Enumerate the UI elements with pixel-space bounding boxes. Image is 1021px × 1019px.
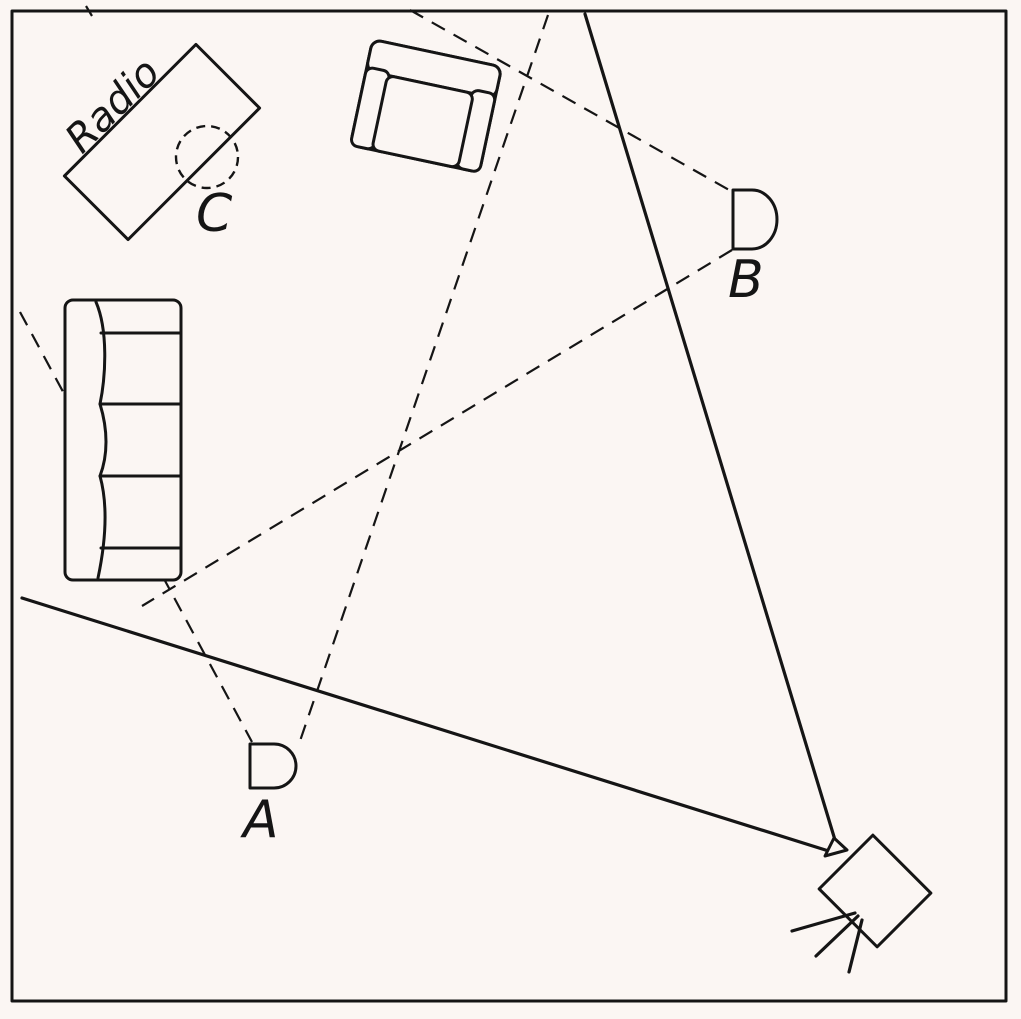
light-b-beam-lower: [141, 249, 733, 607]
light-a-beam-left: [19, 311, 253, 743]
light-b-beam-upper: [409, 9, 732, 192]
light-b-label: B: [728, 250, 764, 310]
movie-camera-icon: [790, 833, 933, 974]
light-c-label: C: [196, 184, 233, 244]
light-c-circle: [174, 124, 240, 190]
armchair-icon: [350, 39, 502, 173]
frame-top-tick: [85, 5, 93, 17]
sofa-icon: [63, 298, 183, 582]
camera-view-line-left: [20, 596, 837, 855]
light-a-beam-right: [298, 14, 550, 742]
camera-view-line-right: [583, 12, 837, 842]
light-a-lamp-icon: [248, 742, 298, 790]
light-b-lamp-icon: [731, 188, 779, 251]
room-outline: [10, 9, 1008, 1003]
light-a-label: A: [240, 790, 279, 850]
